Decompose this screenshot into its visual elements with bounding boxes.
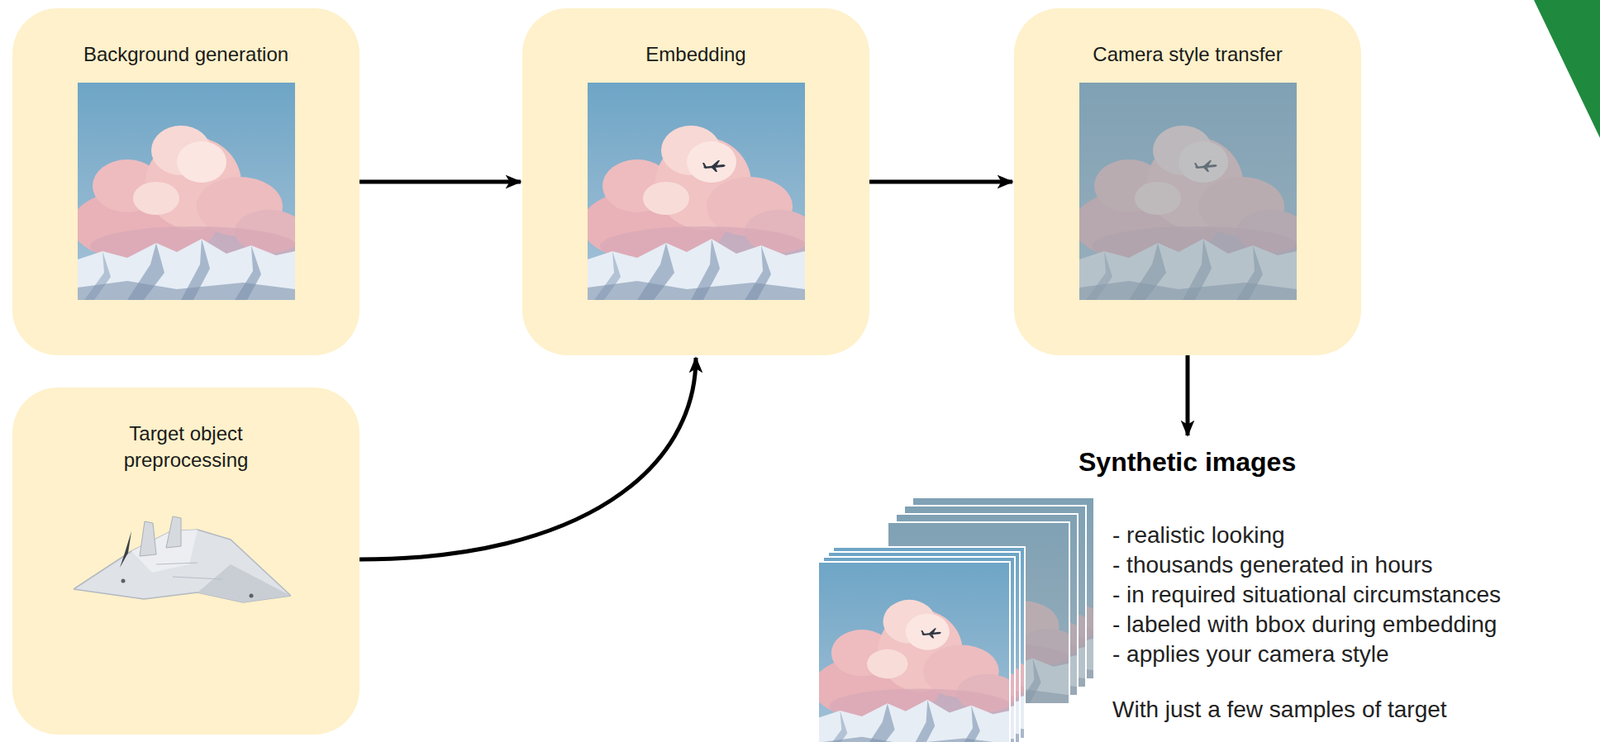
box-title: Camera style transfer bbox=[1022, 41, 1353, 68]
styled-image bbox=[1079, 82, 1297, 300]
drawing-rect bbox=[818, 561, 1010, 742]
corner-triangle bbox=[1533, 0, 1600, 139]
drawing-line bbox=[156, 562, 198, 565]
bullet-list: - realistic looking- thousands generated… bbox=[1112, 520, 1501, 725]
drawing-use bbox=[1079, 82, 1297, 300]
drone-illustration bbox=[73, 514, 291, 615]
embedded-image bbox=[587, 82, 805, 300]
flow-arrow bbox=[1185, 355, 1191, 436]
drawing-path bbox=[73, 529, 291, 603]
flow-arrow bbox=[869, 180, 1013, 185]
box-title: Embedding bbox=[530, 41, 862, 68]
bullet-point: - applies your camera style bbox=[1112, 639, 1501, 670]
process-box: Embedding bbox=[522, 8, 870, 356]
bullet-point: - thousands generated in hours bbox=[1112, 550, 1501, 581]
drawing-path bbox=[119, 531, 132, 568]
bullet-point: - labeled with bbox during embedding bbox=[1112, 609, 1501, 640]
box-title: Target object preprocessing bbox=[95, 420, 277, 474]
process-box: Background generation bbox=[12, 8, 360, 356]
note-text: With just a few samples of target bbox=[1112, 695, 1501, 725]
drawing-use bbox=[587, 82, 805, 300]
drawing-use bbox=[77, 82, 296, 300]
bullet-point: - in required situational circumstances bbox=[1112, 580, 1501, 610]
drawing-line bbox=[172, 576, 223, 580]
flow-arrow bbox=[359, 357, 696, 560]
flow-arrow bbox=[359, 180, 521, 185]
drawing-rect bbox=[1079, 82, 1297, 300]
drawing-path bbox=[166, 516, 181, 548]
output-heading: Synthetic images bbox=[1078, 445, 1296, 479]
drawing-use bbox=[812, 561, 1019, 742]
drawing-circle bbox=[121, 579, 126, 584]
drawing-path bbox=[197, 564, 291, 603]
image-stack-plain bbox=[812, 547, 1034, 742]
drawing-use bbox=[702, 160, 726, 172]
heading-text: Synthetic images bbox=[1078, 445, 1296, 479]
drawing-circle bbox=[249, 594, 254, 599]
drawing-path bbox=[139, 521, 157, 557]
drawing-use bbox=[920, 628, 942, 639]
bullet-point: - realistic looking bbox=[1112, 520, 1501, 551]
process-box: Camera style transfer bbox=[1014, 8, 1362, 356]
box-title: Background generation bbox=[20, 41, 352, 68]
drawing-g bbox=[812, 561, 1019, 742]
background-image bbox=[77, 82, 296, 300]
process-box: Target object preprocessing bbox=[12, 387, 360, 735]
drawing-svg bbox=[812, 561, 1019, 742]
